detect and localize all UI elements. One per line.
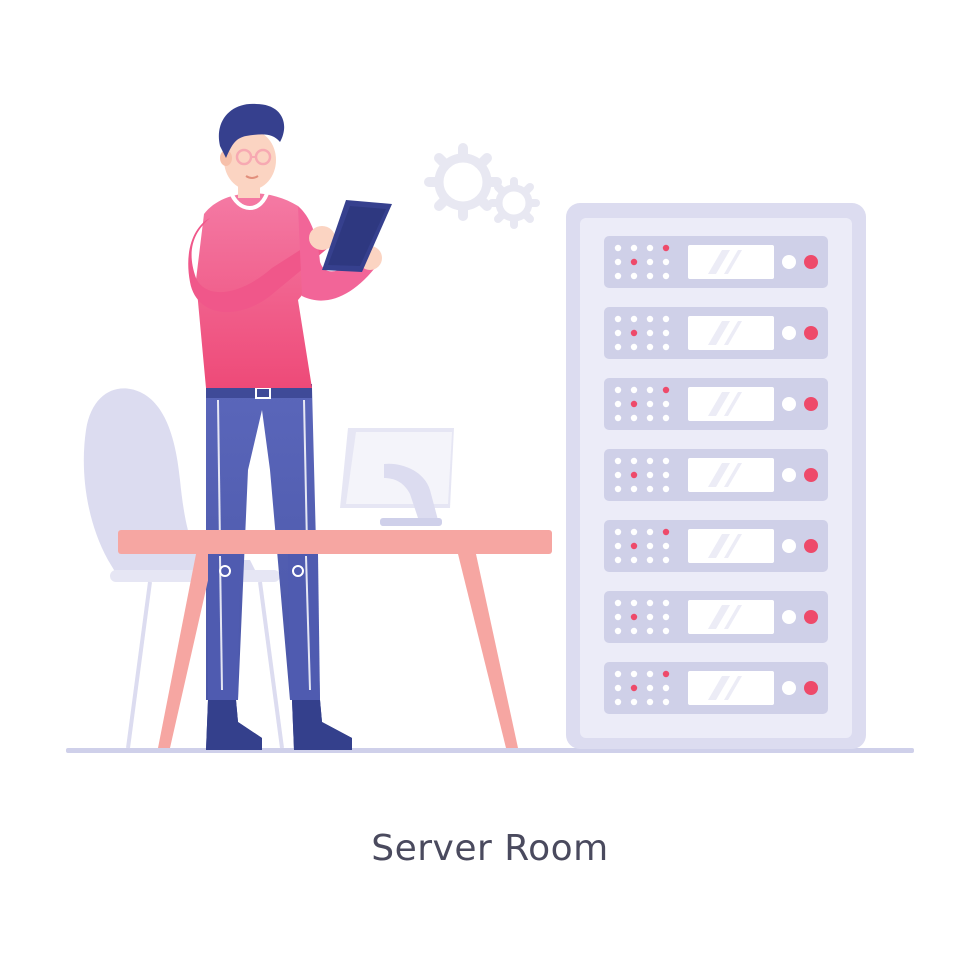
person [188, 103, 392, 388]
server-unit [604, 378, 828, 430]
caption-title: Server Room [371, 828, 609, 869]
server-unit [604, 591, 828, 643]
tablet-device [322, 200, 392, 272]
server-unit [604, 307, 828, 359]
server-unit [604, 662, 828, 714]
computer-monitor [340, 428, 454, 526]
floor-line [66, 748, 914, 753]
server-unit [604, 520, 828, 572]
person-lower-legs [206, 554, 352, 750]
server-unit [604, 236, 828, 288]
gear-icon [424, 143, 502, 221]
server-unit [604, 449, 828, 501]
desk [118, 530, 552, 748]
server-rack [566, 203, 866, 749]
gear-icon [488, 177, 540, 229]
